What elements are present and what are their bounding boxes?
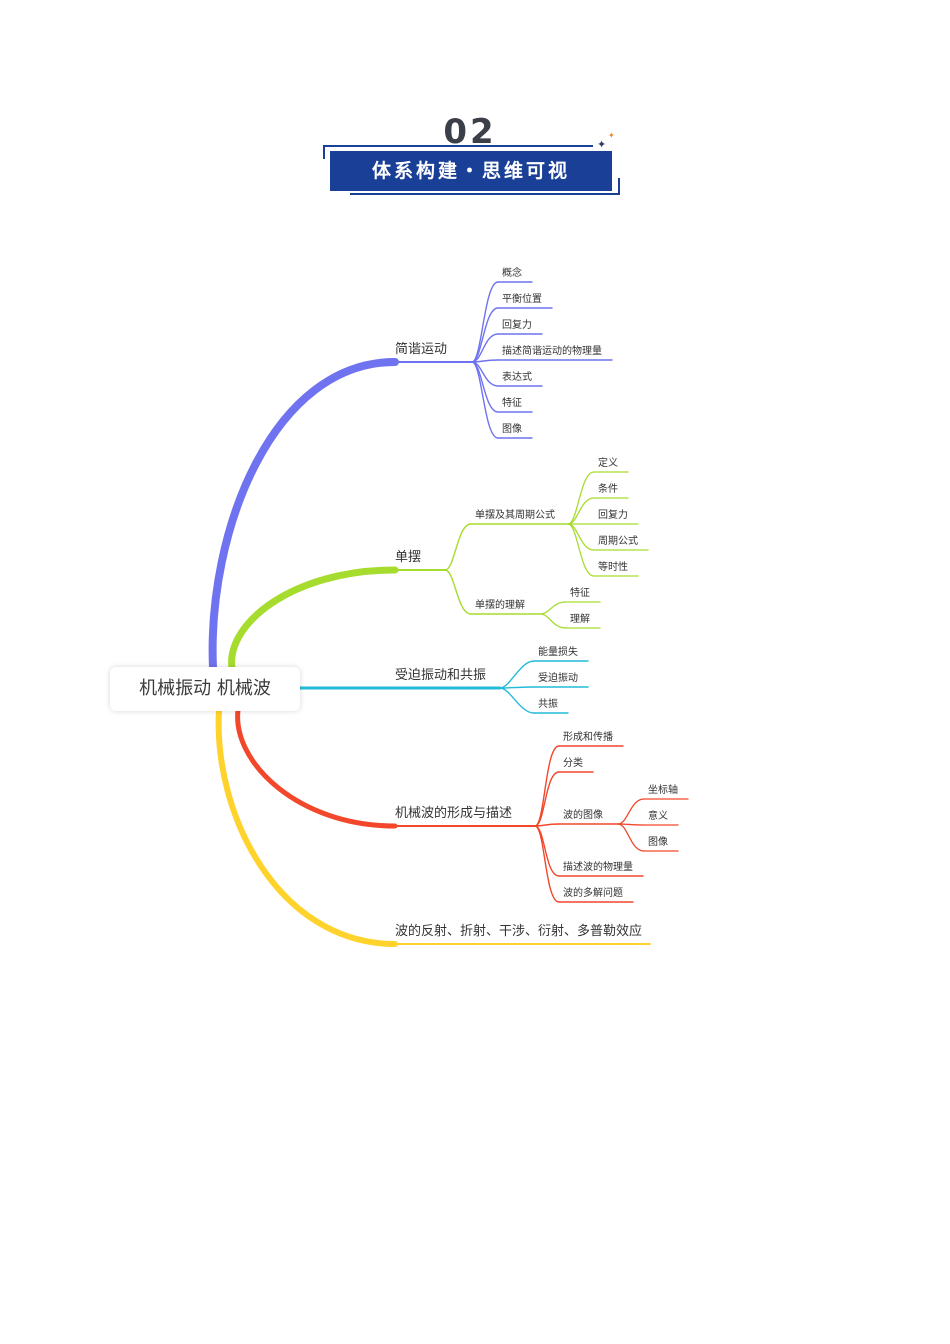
subtopic-label[interactable]: 概念 (502, 266, 522, 279)
sparkle-icon: ✦ (597, 138, 607, 151)
subtopic-label[interactable]: 描述波的物理量 (563, 860, 633, 873)
subtopic-label[interactable]: 分类 (563, 756, 583, 769)
subtopic-label[interactable]: 平衡位置 (502, 292, 542, 305)
subtopic-label[interactable]: 波的多解问题 (563, 886, 623, 899)
subtopic-connector (471, 281, 499, 363)
banner-frame-bottom (350, 193, 620, 195)
subtopic-label[interactable]: 受迫振动 (538, 671, 578, 684)
subtopic-connector (444, 523, 472, 571)
banner-frame-right (618, 178, 620, 195)
section-title-banner: 体系构建・思维可视 (330, 151, 612, 191)
branch-connector (235, 707, 398, 829)
subtopic-label[interactable]: 形成和传播 (563, 730, 613, 743)
subtopic-connector (534, 823, 560, 827)
leaf-connector (567, 497, 595, 525)
leaf-connector (539, 613, 567, 629)
branch-label[interactable]: 简谐运动 (395, 341, 447, 357)
subtopic-connector (534, 825, 560, 877)
subtopic-connector (534, 771, 560, 827)
subtopic-label[interactable]: 能量损失 (538, 645, 578, 658)
branch-connector (228, 566, 399, 672)
subtopic-connector (499, 686, 535, 689)
subtopic-connector (471, 333, 499, 363)
leaf-connector (617, 823, 645, 852)
subtopic-label[interactable]: 单摆及其周期公式 (475, 508, 555, 521)
sparkle-small-icon: ✦ (608, 131, 615, 140)
leaf-label[interactable]: 理解 (570, 612, 590, 625)
subtopic-label[interactable]: 波的图像 (563, 808, 603, 821)
branch-label[interactable]: 单摆 (395, 550, 421, 565)
subtopic-connector (534, 745, 560, 827)
subtopic-label[interactable]: 单摆的理解 (475, 598, 525, 611)
branch-label[interactable]: 受迫振动和共振 (395, 668, 486, 683)
branch-connector (208, 358, 399, 672)
subtopic-label[interactable]: 图像 (502, 423, 522, 435)
subtopic-label[interactable]: 表达式 (502, 370, 532, 383)
leaf-label[interactable]: 意义 (648, 809, 668, 822)
subtopic-connector (471, 307, 499, 363)
leaf-connector (539, 601, 567, 615)
banner-frame-left (323, 145, 325, 159)
subtopic-label[interactable]: 描述简谐运动的物理量 (502, 344, 602, 357)
subtopic-label[interactable]: 回复力 (502, 318, 532, 331)
leaf-label[interactable]: 条件 (598, 482, 618, 495)
leaf-connector (567, 523, 595, 577)
leaf-connector (567, 471, 595, 525)
branch-connector (215, 707, 398, 947)
mindmap-root-node[interactable]: 机械振动 机械波 (110, 667, 300, 711)
leaf-label[interactable]: 图像 (648, 836, 668, 848)
branch-label[interactable]: 波的反射、折射、干涉、衍射、多普勒效应 (395, 923, 642, 939)
subtopic-connector (499, 687, 535, 714)
leaf-label[interactable]: 回复力 (598, 508, 628, 521)
subtopic-connector (444, 569, 472, 615)
leaf-label[interactable]: 定义 (598, 456, 618, 469)
branch-label[interactable]: 机械波的形成与描述 (395, 805, 512, 821)
subtopic-connector (471, 361, 499, 439)
subtopic-connector (499, 660, 535, 689)
subtopic-label[interactable]: 共振 (538, 697, 558, 710)
leaf-connector (617, 798, 645, 825)
leaf-label[interactable]: 等时性 (598, 560, 628, 573)
leaf-label[interactable]: 坐标轴 (648, 783, 678, 796)
subtopic-connector (534, 825, 560, 903)
leaf-label[interactable]: 特征 (570, 587, 590, 599)
subtopic-label[interactable]: 特征 (502, 397, 522, 409)
leaf-label[interactable]: 周期公式 (598, 534, 638, 547)
banner-frame-top (323, 145, 593, 147)
